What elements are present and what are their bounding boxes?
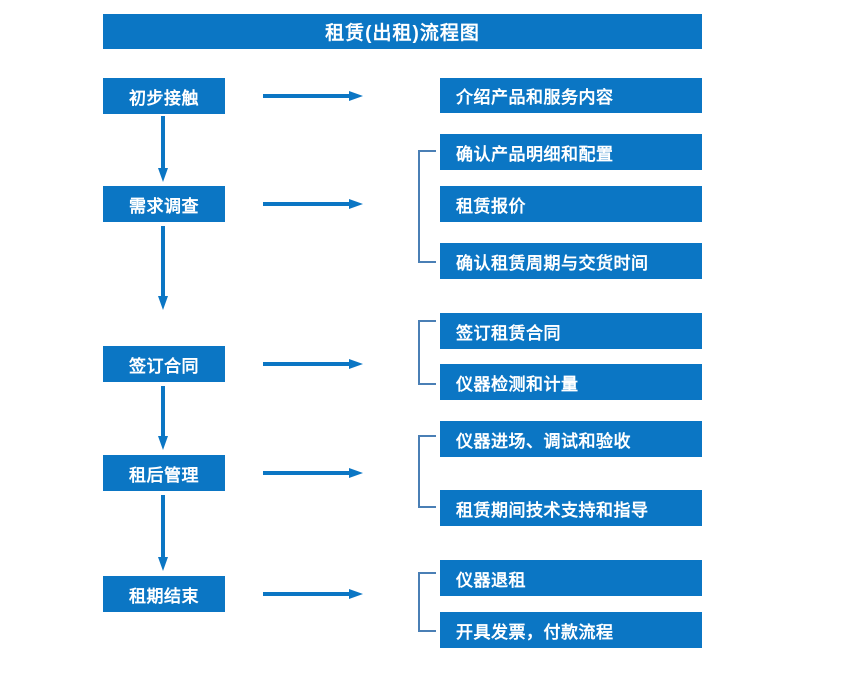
- detail-box-7[interactable]: 仪器进场、调试和验收: [440, 421, 702, 457]
- vertical-arrow-2: [156, 386, 170, 450]
- stage-box-5[interactable]: 租期结束: [103, 576, 225, 612]
- stage-box-4[interactable]: 租后管理: [103, 455, 225, 491]
- vertical-arrow-3: [156, 495, 170, 571]
- vertical-arrow-1: [156, 116, 170, 182]
- horizontal-arrow-4: [263, 466, 363, 480]
- stage-box-3[interactable]: 签订合同: [103, 346, 225, 382]
- stage-box-1[interactable]: 初步接触: [103, 78, 225, 114]
- group-bracket-1: [418, 150, 436, 263]
- horizontal-arrow-5: [263, 587, 363, 601]
- detail-box-2[interactable]: 确认产品明细和配置: [440, 134, 702, 170]
- detail-box-9[interactable]: 仪器退租: [440, 560, 702, 596]
- horizontal-arrow-2: [263, 197, 363, 211]
- group-bracket-4: [418, 572, 436, 632]
- detail-box-10[interactable]: 开具发票，付款流程: [440, 612, 702, 648]
- detail-box-8[interactable]: 租赁期间技术支持和指导: [440, 490, 702, 526]
- detail-box-6[interactable]: 仪器检测和计量: [440, 364, 702, 400]
- vertical-arrow-4: [156, 226, 170, 310]
- group-bracket-3: [418, 435, 436, 508]
- stage-box-2[interactable]: 需求调查: [103, 186, 225, 222]
- detail-box-1[interactable]: 介绍产品和服务内容: [440, 78, 702, 113]
- horizontal-arrow-1: [263, 89, 363, 103]
- horizontal-arrow-3: [263, 357, 363, 371]
- detail-box-4[interactable]: 确认租赁周期与交货时间: [440, 243, 702, 279]
- detail-box-5[interactable]: 签订租赁合同: [440, 313, 702, 349]
- diagram-title: 租赁(出租)流程图: [103, 14, 702, 49]
- group-bracket-2: [418, 320, 436, 385]
- detail-box-3[interactable]: 租赁报价: [440, 186, 702, 222]
